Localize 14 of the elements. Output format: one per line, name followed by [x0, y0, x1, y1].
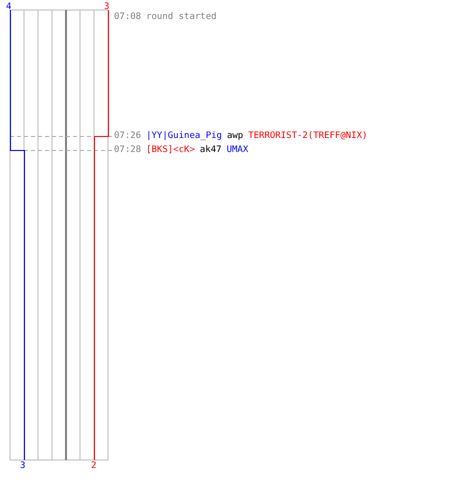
- event-time: 07:26: [114, 131, 142, 141]
- team-count: 2: [91, 461, 96, 471]
- team-count: 3: [104, 2, 110, 12]
- team-count: 3: [20, 461, 26, 471]
- weapon-name: awp: [226, 131, 244, 141]
- player-name: [BKS]<cK>: [146, 145, 195, 155]
- player-name: TERRORIST-2(TREFF@NIX): [248, 131, 368, 141]
- event-time: 07:08: [114, 12, 142, 22]
- player-name: |YY|Guinea_Pig: [146, 131, 222, 141]
- weapon-name: ak47: [200, 145, 222, 155]
- player-name: UMAX: [226, 145, 248, 155]
- team-count: 4: [6, 2, 12, 12]
- event-text: round started: [146, 12, 217, 22]
- event-time: 07:28: [114, 145, 142, 155]
